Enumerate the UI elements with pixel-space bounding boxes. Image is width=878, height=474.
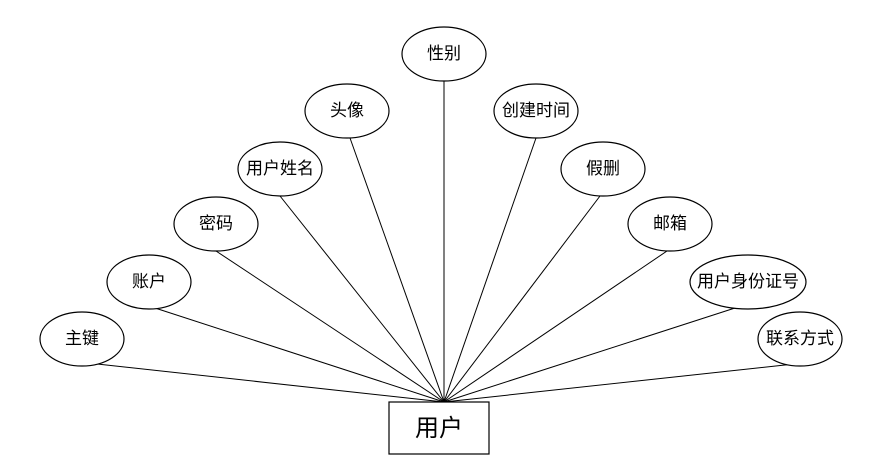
attribute-label: 用户姓名 — [246, 159, 314, 179]
attribute-user-name: 用户姓名 — [237, 141, 323, 197]
attribute-label: 联系方式 — [766, 329, 834, 349]
attribute-contact: 联系方式 — [757, 311, 843, 367]
attribute-primary-key: 主键 — [39, 311, 125, 367]
attribute-label: 假删 — [586, 159, 620, 179]
attribute-avatar: 头像 — [304, 83, 390, 139]
attribute-label: 邮箱 — [653, 214, 687, 234]
attribute-ellipse — [689, 254, 807, 310]
entity-box — [388, 401, 490, 455]
attribute-ellipse — [106, 254, 192, 310]
entity-label: 用户 — [415, 414, 463, 442]
attribute-email: 邮箱 — [627, 196, 713, 252]
connector-password — [215, 250, 445, 403]
attribute-ellipse — [560, 141, 646, 197]
connector-email — [443, 250, 668, 403]
attribute-ellipse — [627, 196, 713, 252]
attribute-create-time: 创建时间 — [493, 83, 579, 139]
attribute-label: 主键 — [65, 329, 99, 349]
attribute-label: 账户 — [132, 272, 166, 292]
attribute-password: 密码 — [173, 196, 259, 252]
attribute-ellipse — [401, 26, 487, 82]
attribute-label: 性别 — [427, 44, 461, 64]
connector-avatar — [349, 137, 445, 403]
attribute-label: 头像 — [330, 101, 364, 121]
attribute-soft-delete: 假删 — [560, 141, 646, 197]
attribute-gender: 性别 — [401, 26, 487, 82]
connector-create-time — [443, 137, 537, 403]
attribute-ellipse — [237, 141, 323, 197]
attribute-ellipse — [173, 196, 259, 252]
attribute-id-number: 用户身份证号 — [689, 254, 807, 310]
connector-id-number — [443, 307, 736, 403]
connectors — [87, 81, 795, 403]
connector-user-name — [279, 195, 445, 403]
entity-user: 用户 — [388, 401, 490, 455]
attribute-label: 创建时间 — [502, 101, 570, 121]
attribute-ellipse — [39, 311, 125, 367]
connector-primary-key — [87, 362, 445, 403]
connector-soft-delete — [443, 195, 601, 403]
connector-contact — [443, 363, 795, 403]
attribute-account: 账户 — [106, 254, 192, 310]
attribute-ellipse — [304, 83, 390, 139]
attribute-label: 用户身份证号 — [697, 272, 799, 292]
attribute-ellipse — [493, 83, 579, 139]
attribute-label: 密码 — [199, 214, 233, 234]
attribute-ellipse — [757, 311, 843, 367]
connector-account — [154, 307, 445, 403]
